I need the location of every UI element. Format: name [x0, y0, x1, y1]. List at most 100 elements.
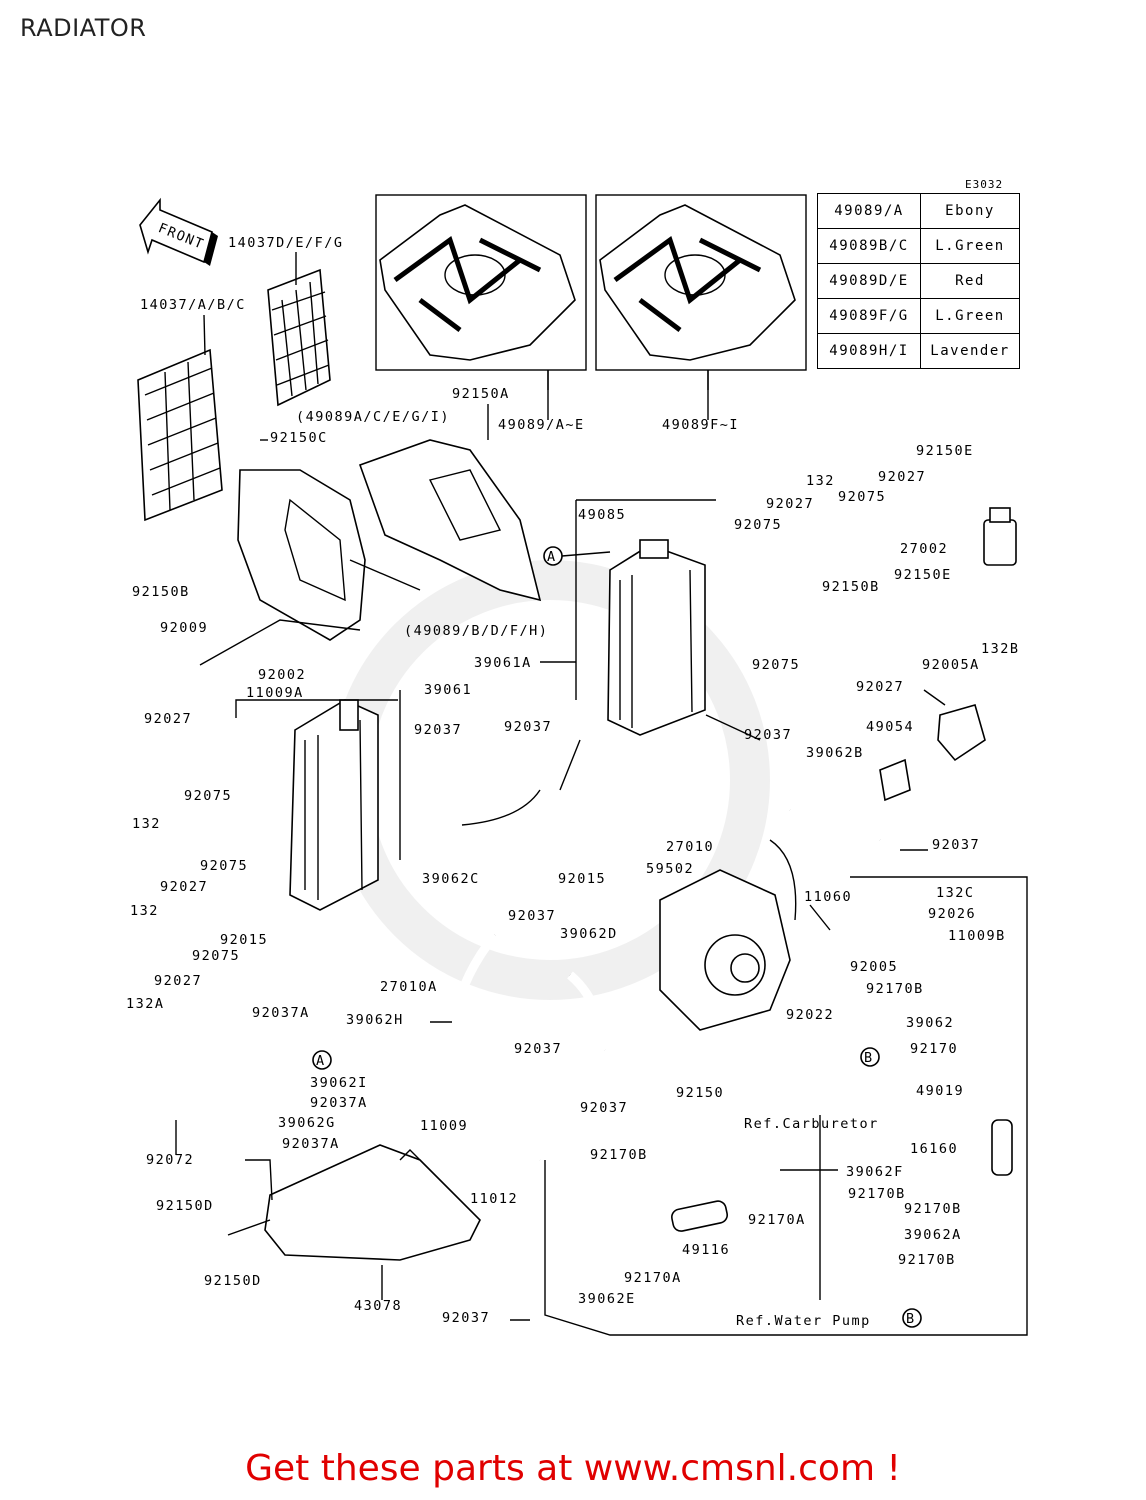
- part-label: 92037: [514, 1041, 562, 1057]
- part-label: 92027: [154, 973, 202, 989]
- part-label: 92037: [932, 837, 980, 853]
- part-label: 14037/A/B/C: [140, 297, 246, 313]
- part-label: 27010: [666, 839, 714, 855]
- part-label: 92150B: [132, 584, 190, 600]
- part-label: 39062I: [310, 1075, 368, 1091]
- table-row: 49089D/E Red: [817, 263, 1020, 299]
- part-label: 92027: [878, 469, 926, 485]
- cooling-fan: [659, 839, 797, 1031]
- part-label: 49054: [866, 719, 914, 735]
- left-radiator: [289, 699, 379, 911]
- part-label: 11012: [470, 1191, 518, 1207]
- part-label: 92075: [200, 858, 248, 874]
- part-label: (49089A/C/E/G/I): [296, 409, 450, 425]
- marker-b: B: [860, 1047, 880, 1067]
- svg-text:B: B: [864, 1050, 874, 1066]
- part-label: 92022: [786, 1007, 834, 1023]
- part-label: 132: [132, 816, 161, 832]
- shroud-decal-right: [599, 204, 796, 361]
- part-label: 132B: [981, 641, 1020, 657]
- footer-link[interactable]: Get these parts at www.cmsnl.com !: [245, 1448, 901, 1489]
- marker-b-2: B: [902, 1308, 922, 1328]
- part-label: 49085: [578, 507, 626, 523]
- part-label: 49089F~I: [662, 417, 739, 433]
- part-label: 92027: [144, 711, 192, 727]
- table-cell-code: 49089F/G: [817, 298, 921, 334]
- part-label: 92075: [734, 517, 782, 533]
- color-variant-table: 49089/A Ebony 49089B/C L.Green 49089D/E …: [817, 193, 1020, 369]
- part-label: 92170B: [866, 981, 924, 997]
- part-label: 39062D: [560, 926, 618, 942]
- marker-a: A: [543, 546, 611, 566]
- part-label: 132: [130, 903, 159, 919]
- part-label: 27010A: [380, 979, 438, 995]
- filter-49116: [671, 1200, 729, 1232]
- thermostat-cap: [937, 704, 986, 762]
- part-label: 92009: [160, 620, 208, 636]
- part-label: 59502: [646, 861, 694, 877]
- table-row: 49089/A Ebony: [817, 193, 1020, 229]
- part-label: 49089/A~E: [498, 417, 585, 433]
- part-label: 92037: [508, 908, 556, 924]
- part-label: 92150: [676, 1085, 724, 1101]
- part-label: 14037D/E/F/G: [228, 235, 344, 251]
- table-cell-color: Lavender: [920, 333, 1020, 369]
- part-label: 132C: [936, 885, 975, 901]
- part-label: 92037A: [252, 1005, 310, 1021]
- decal-box-right: [595, 194, 807, 371]
- part-label: 92075: [184, 788, 232, 804]
- part-label: 49019: [916, 1083, 964, 1099]
- part-label: 92037A: [282, 1136, 340, 1152]
- part-label: 92037: [580, 1100, 628, 1116]
- sensor-27002: [983, 507, 1017, 566]
- part-label: 132A: [126, 996, 165, 1012]
- part-label: 39062B: [806, 745, 864, 761]
- marker-a-2: A: [312, 1050, 332, 1070]
- part-label: 92075: [838, 489, 886, 505]
- part-label: 92150E: [916, 443, 974, 459]
- leader-lines: [175, 252, 946, 1321]
- part-label: 92015: [558, 871, 606, 887]
- decal-box-left: [375, 194, 587, 371]
- table-cell-color: Ebony: [920, 193, 1020, 229]
- right-radiator-shroud: [358, 439, 542, 602]
- part-label: 39062G: [278, 1115, 336, 1131]
- part-label: (49089/B/D/F/H): [404, 623, 548, 639]
- part-label: 92170A: [624, 1270, 682, 1286]
- part-label: 49116: [682, 1242, 730, 1258]
- part-label: 39062: [906, 1015, 954, 1031]
- part-label: Ref.Carburetor: [744, 1116, 879, 1132]
- part-label: 92170B: [904, 1201, 962, 1217]
- part-label: 92150D: [156, 1198, 214, 1214]
- radiator-louver-guard: [137, 348, 223, 522]
- part-label: 92170A: [748, 1212, 806, 1228]
- part-label: 92005A: [922, 657, 980, 673]
- part-label: 92037: [504, 719, 552, 735]
- part-label: 92037: [414, 722, 462, 738]
- table-row: 49089F/G L.Green: [817, 298, 1020, 334]
- right-radiator: [607, 539, 706, 736]
- part-label: 39062F: [846, 1164, 904, 1180]
- front-arrow-icon: FRONT: [139, 197, 218, 266]
- part-label: 92170: [910, 1041, 958, 1057]
- part-label: 92037: [744, 727, 792, 743]
- part-label: 92170B: [848, 1186, 906, 1202]
- table-row: 49089B/C L.Green: [817, 228, 1020, 264]
- part-label: 11009: [420, 1118, 468, 1134]
- part-label: 11009A: [246, 685, 304, 701]
- table-cell-code: 49089B/C: [817, 228, 921, 264]
- reserve-tank: [264, 1144, 481, 1261]
- part-label: 92026: [928, 906, 976, 922]
- part-label: 27002: [900, 541, 948, 557]
- part-label: Ref.Water Pump: [736, 1313, 871, 1329]
- part-label: 92170B: [590, 1147, 648, 1163]
- diagram-code: E3032: [965, 178, 1004, 191]
- part-label: 92170B: [898, 1252, 956, 1268]
- svg-text:A: A: [547, 549, 557, 565]
- filter-16160: [991, 1119, 1013, 1176]
- part-label: 39062C: [422, 871, 480, 887]
- part-labels: 14037D/E/F/G 14037/A/B/C 92150A (49089A/…: [126, 235, 1020, 1329]
- part-label: 92150A: [452, 386, 510, 402]
- part-label: 39062E: [578, 1291, 636, 1307]
- part-label: 92027: [160, 879, 208, 895]
